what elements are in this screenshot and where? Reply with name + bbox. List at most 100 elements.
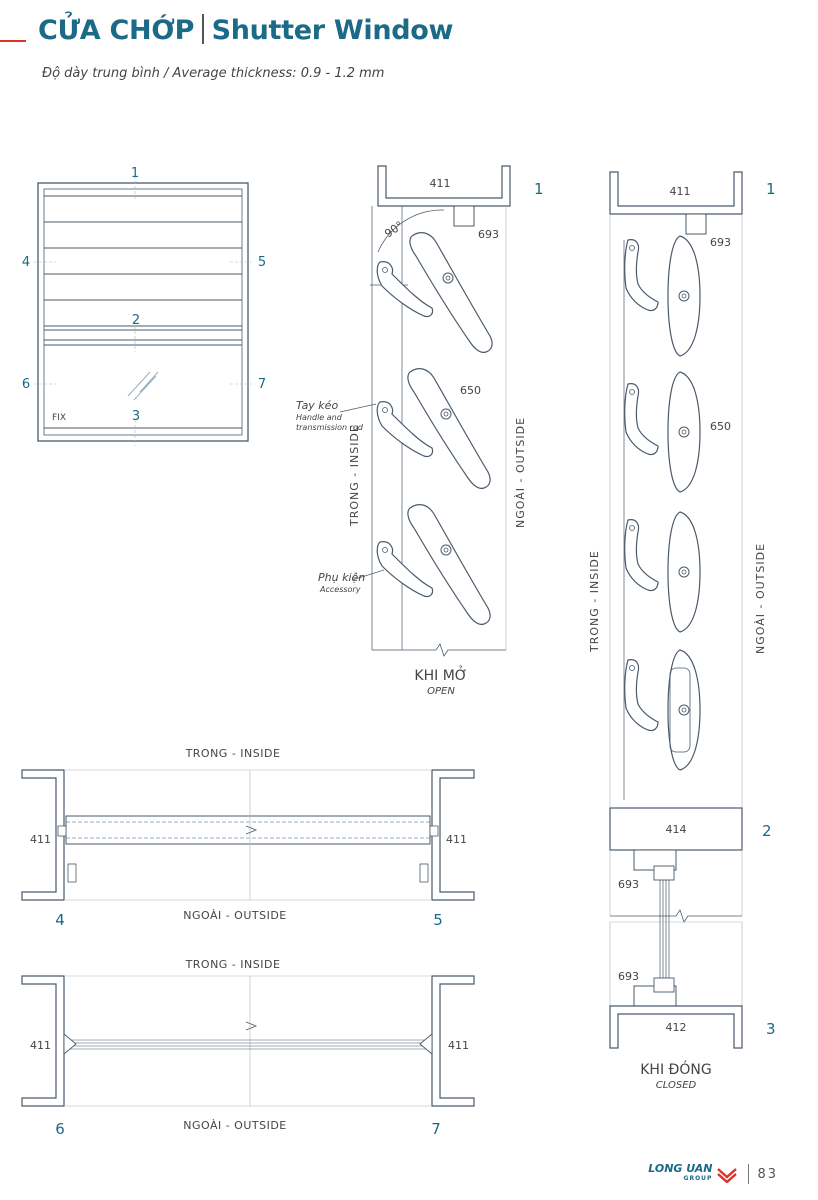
plan67-right-gasket xyxy=(419,1033,433,1055)
open-bracket-3 xyxy=(376,541,434,598)
closed-bracket-3 xyxy=(624,519,659,592)
elevation-view: 1 2 3 4 5 6 7 FIX xyxy=(22,166,266,446)
plan45-right-profile xyxy=(431,769,475,901)
plan-section-6-7: TRONG - INSIDE 411 411 NGOÀI - OUTSIDE 6… xyxy=(21,958,475,1138)
glass-reflection-icon xyxy=(127,371,159,401)
closed-bottom-profile xyxy=(609,1005,743,1049)
page-title: CỬA CHỚP Shutter Window xyxy=(38,14,453,46)
closed-profile-650: 650 xyxy=(710,420,731,433)
plan67-left-gasket xyxy=(63,1033,77,1055)
plan67-left-profile xyxy=(21,975,65,1107)
plan45-marker-4: 4 xyxy=(55,911,65,929)
glass-gasket-bottom xyxy=(653,977,675,993)
closed-blade-3 xyxy=(667,511,701,633)
closed-inside-label: TRONG - INSIDE xyxy=(588,550,601,653)
accessory-label-en: Accessory xyxy=(319,585,361,594)
plan45-right-411: 411 xyxy=(446,833,467,846)
section-lines xyxy=(34,176,252,446)
title-en: Shutter Window xyxy=(211,15,454,46)
elev-marker-2: 2 xyxy=(132,313,140,328)
plan45-left-profile xyxy=(21,769,65,901)
closed-marker-1: 1 xyxy=(766,180,776,198)
plan67-left-411: 411 xyxy=(30,1039,51,1052)
elev-marker-4: 4 xyxy=(22,255,30,270)
page-number: 83 xyxy=(757,1166,778,1182)
closed-profile-693-b: 693 xyxy=(618,878,639,891)
closed-profile-693-c: 693 xyxy=(618,970,639,983)
closed-bracket-4 xyxy=(624,659,659,732)
closed-clip-693 xyxy=(685,213,707,235)
plan45-outside-label: NGOÀI - OUTSIDE xyxy=(183,909,287,922)
page-header: CỬA CHỚP Shutter Window Độ dày trung bình… xyxy=(0,0,818,90)
plan67-inside-label: TRONG - INSIDE xyxy=(185,958,281,971)
closed-caption-vi: KHI ĐÓNG xyxy=(640,1060,711,1078)
closed-section: 411 1 693 650 TRONG - INSIDE NGOÀI - OUT… xyxy=(588,171,776,1091)
open-outside-label: NGOÀI - OUTSIDE xyxy=(514,417,527,528)
plan67-right-411: 411 xyxy=(448,1039,469,1052)
accent-line xyxy=(0,40,26,42)
plan45-right-screw xyxy=(429,825,439,837)
closed-outside-label: NGOÀI - OUTSIDE xyxy=(754,543,767,654)
closed-profile-693: 693 xyxy=(710,236,731,249)
closed-bracket-1 xyxy=(624,239,659,312)
open-section: 411 693 1 90° 650 Tay kéo Handle and tra… xyxy=(296,165,544,697)
brand-sub: GROUP xyxy=(683,1175,713,1182)
open-profile-411: 411 xyxy=(430,177,451,190)
plan45-left-411: 411 xyxy=(30,833,51,846)
open-marker-1: 1 xyxy=(534,180,544,198)
plan45-blade xyxy=(65,815,431,845)
accessory-label-vi: Phụ kiện xyxy=(318,571,365,584)
plan67-marker-7: 7 xyxy=(431,1120,441,1138)
page-number-separator xyxy=(748,1164,750,1184)
closed-mid-profile xyxy=(609,807,743,851)
plan67-marker-6: 6 xyxy=(55,1120,65,1138)
open-break-line xyxy=(372,643,506,657)
closed-break-line-top xyxy=(610,909,742,923)
closed-profile-412: 412 xyxy=(666,1021,687,1034)
page-subtitle: Độ dày trung bình / Average thickness: 0… xyxy=(42,66,385,81)
open-caption-vi: KHI MỞ xyxy=(414,665,467,684)
glass-gasket-top xyxy=(653,865,675,881)
handle-label-vi: Tay kéo xyxy=(296,399,338,412)
handle-label-en-1: Handle and xyxy=(296,413,343,422)
closed-blade-1 xyxy=(667,235,701,357)
elev-marker-3: 3 xyxy=(132,409,140,424)
closed-bracket-2 xyxy=(624,383,659,456)
open-inside-label: TRONG - INSIDE xyxy=(348,424,361,527)
title-separator xyxy=(202,14,204,44)
fix-label: FIX xyxy=(52,413,66,423)
plan45-left-screw xyxy=(57,825,67,837)
plan67-break-mark xyxy=(245,1021,258,1031)
open-profile-650: 650 xyxy=(460,384,481,397)
elev-marker-1: 1 xyxy=(131,166,139,181)
closed-caption-en: CLOSED xyxy=(656,1080,697,1091)
elev-marker-5: 5 xyxy=(258,255,266,270)
plan67-right-profile xyxy=(431,975,475,1107)
open-blade-1 xyxy=(409,232,493,353)
elev-marker-7: 7 xyxy=(258,377,266,392)
brand-name: LONG UAN xyxy=(648,1162,713,1175)
closed-marker-3: 3 xyxy=(766,1020,776,1038)
open-top-profile xyxy=(377,165,511,207)
glass-pane xyxy=(659,870,670,990)
open-profile-693: 693 xyxy=(478,228,499,241)
plan-section-4-5: TRONG - INSIDE 411 411 NGOÀI - OUTSIDE 4… xyxy=(21,747,475,929)
elevation-frame xyxy=(37,182,249,442)
open-blade-3 xyxy=(407,504,491,625)
title-vi: CỬA CHỚP xyxy=(38,15,195,46)
closed-profile-414: 414 xyxy=(666,823,687,836)
brand-mark-icon xyxy=(717,1168,738,1183)
elevation-inner-frame xyxy=(43,188,243,436)
closed-marker-2: 2 xyxy=(762,822,772,840)
closed-blade-2 xyxy=(667,371,701,493)
open-caption-en: OPEN xyxy=(427,686,455,697)
open-clip-693 xyxy=(453,205,475,227)
angle-arc xyxy=(377,209,445,253)
elev-marker-6: 6 xyxy=(22,377,30,392)
plan45-inside-label: TRONG - INSIDE xyxy=(185,747,281,760)
plan45-break-mark xyxy=(245,825,258,835)
handle-label-en-2: transmission rod xyxy=(296,423,364,432)
